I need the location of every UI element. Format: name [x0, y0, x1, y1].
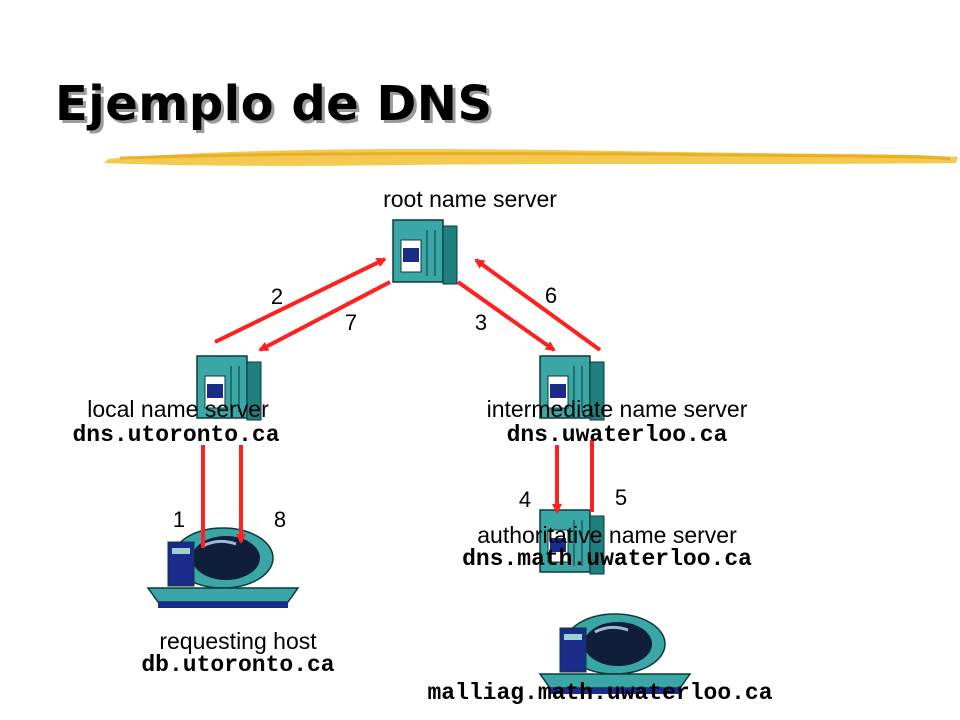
step-number-5: 5	[614, 485, 628, 510]
root-server-icon	[392, 219, 458, 285]
requesting-host-label: requesting host	[159, 628, 317, 654]
root-server-label: root name server	[383, 186, 557, 212]
step-number-7: 7	[344, 310, 358, 335]
step-number-4: 4	[518, 487, 532, 512]
local-server-label: local name server	[87, 396, 269, 422]
requesting-host-icon	[146, 526, 300, 610]
arrow-step-3	[456, 280, 556, 352]
authoritative-server-host: dns.math.uwaterloo.ca	[462, 546, 752, 572]
title-underline	[104, 149, 958, 166]
intermediate-server-label: intermediate name server	[486, 396, 748, 422]
step-number-8: 8	[273, 507, 287, 532]
step-number-3: 3	[474, 310, 488, 335]
step-number-1: 1	[172, 507, 186, 532]
arrow-step-2	[214, 257, 387, 344]
target-host-name: malliag.math.uwaterloo.ca	[427, 680, 773, 706]
arrow-step-7	[258, 280, 391, 352]
authoritative-server-label: authoritative name server	[477, 522, 737, 548]
intermediate-server-host: dns.uwaterloo.ca	[506, 422, 728, 448]
requesting-host-name: db.utoronto.ca	[141, 652, 335, 678]
page-title: Ejemplo de DNS	[55, 76, 493, 132]
local-server-host: dns.utoronto.ca	[72, 422, 280, 448]
arrow-step-6	[474, 258, 602, 352]
step-number-6: 6	[544, 283, 558, 308]
step-number-2: 2	[270, 284, 284, 309]
